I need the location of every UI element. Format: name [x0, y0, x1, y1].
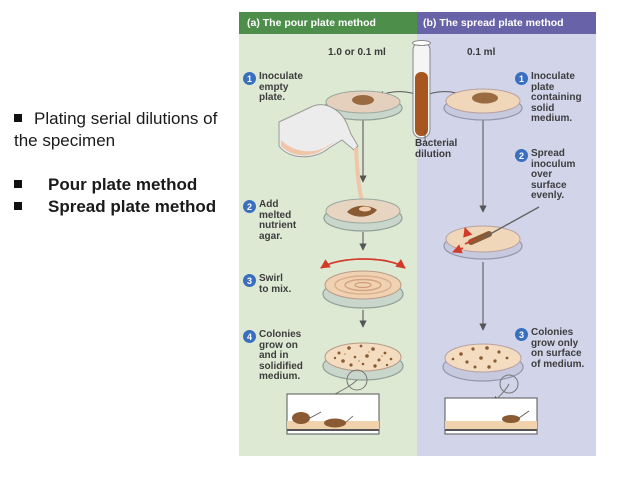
- panel-pour-plate: [239, 12, 417, 456]
- step-a-1: 1 Inoculate empty plate.: [243, 71, 303, 104]
- plate-a-swirl: [320, 258, 406, 309]
- volume-label-pour: 1.0 or 0.1 ml: [328, 47, 386, 58]
- step-number-badge: 2: [515, 149, 528, 162]
- test-tube: [412, 40, 431, 142]
- step-a-3-text: Swirl to mix.: [259, 273, 292, 295]
- bacterial-dilution-label: Bacterial dilution: [415, 138, 458, 160]
- bullet-list: Plating serial dilutions of the specimen…: [14, 108, 236, 218]
- plate-b-inoculate: [443, 88, 523, 121]
- panel-b-title: (b) The spread plate method: [417, 12, 596, 34]
- step-b-2-text: Spread inoculum over surface evenly.: [531, 148, 576, 201]
- figure-illustration: [278, 40, 540, 435]
- plate-b-colonies: [442, 343, 524, 403]
- volume-label-spread: 0.1 ml: [467, 47, 496, 58]
- step-number-badge: 3: [243, 274, 256, 287]
- step-number-badge: 1: [243, 72, 256, 85]
- plate-a-add-agar: [323, 198, 403, 232]
- step-a-4: 4 Colonies grow on and in solidified med…: [243, 329, 303, 383]
- bullet-item-plating: Plating serial dilutions of the specimen: [14, 108, 236, 152]
- step-b-3-text: Colonies grow only on surface of medium.: [531, 327, 585, 370]
- step-b-2: 2 Spread inoculum over surface evenly.: [515, 148, 576, 202]
- plate-a-colonies: [322, 342, 404, 401]
- plating-methods-figure: (a) The pour plate method (b) The spread…: [239, 12, 596, 456]
- step-number-badge: 4: [243, 330, 256, 343]
- bullet-item-spread: Spread plate method: [14, 196, 236, 218]
- step-number-badge: 3: [515, 328, 528, 341]
- step-a-1-text: Inoculate empty plate.: [259, 71, 303, 103]
- step-a-4-text: Colonies grow on and in solidified mediu…: [259, 329, 303, 382]
- step-a-3: 3 Swirl to mix.: [243, 273, 292, 295]
- bullet-text-pour: Pour plate method: [48, 175, 198, 194]
- step-number-badge: 1: [515, 72, 528, 85]
- bullet-square-icon: [14, 114, 22, 122]
- flow-arrows: [359, 90, 487, 331]
- cross-section-a: [286, 393, 380, 435]
- bullet-square-icon: [14, 202, 22, 210]
- bullet-text-spread: Spread plate method: [48, 197, 217, 216]
- step-number-badge: 2: [243, 200, 256, 213]
- step-b-3: 3 Colonies grow only on surface of mediu…: [515, 327, 585, 370]
- plate-b-spread: [443, 206, 540, 260]
- step-b-1-text: Inoculate plate containing solid medium.: [531, 71, 582, 124]
- bullet-text-plating: Plating serial dilutions of the specimen: [14, 109, 218, 150]
- bullet-square-icon: [14, 180, 22, 188]
- step-b-1: 1 Inoculate plate containing solid mediu…: [515, 71, 582, 125]
- cross-section-b: [444, 397, 538, 435]
- step-a-2-text: Add melted nutrient agar.: [259, 199, 297, 242]
- panel-a-title: (a) The pour plate method: [239, 12, 417, 34]
- step-a-2: 2 Add melted nutrient agar.: [243, 199, 297, 242]
- bullet-item-pour: Pour plate method: [14, 174, 236, 196]
